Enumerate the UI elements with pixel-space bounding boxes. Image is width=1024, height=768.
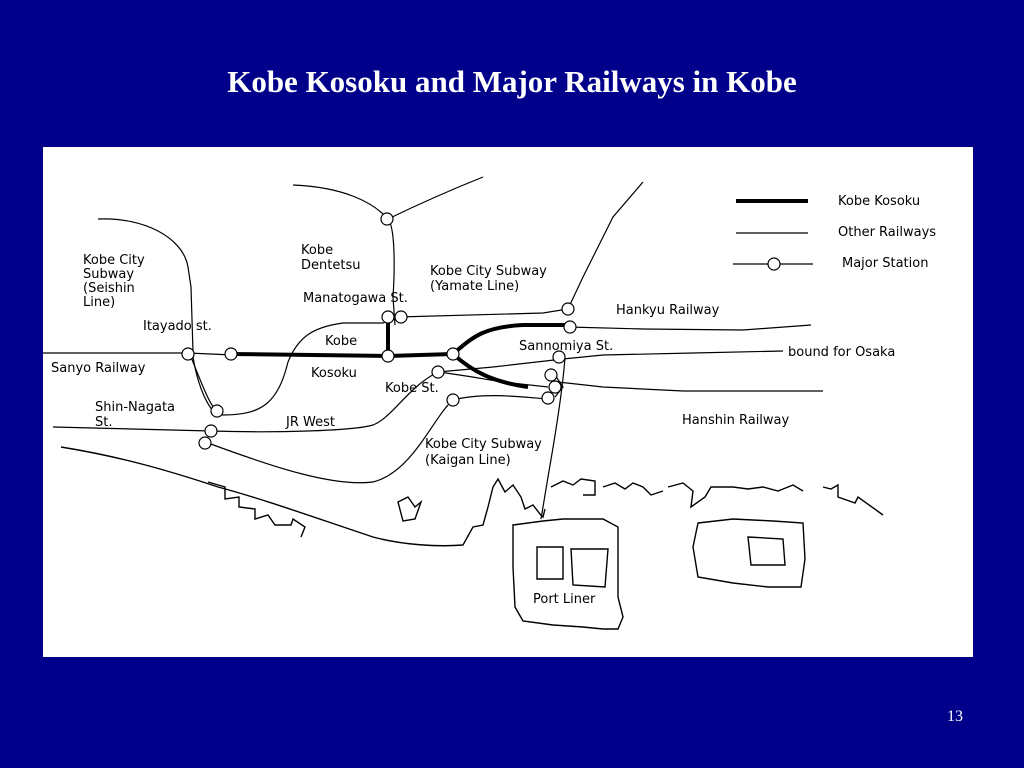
station-shin-nagata-a	[210, 404, 224, 418]
station-manatogawa-a	[381, 310, 395, 324]
port-liner-line	[540, 356, 566, 520]
slide-title: Kobe Kosoku and Major Railways in Kobe	[227, 64, 797, 99]
station-shin-nagata-b	[204, 424, 218, 438]
label-kobe-st: Kobe St.	[385, 381, 439, 396]
station-shin-nagata-c	[198, 436, 212, 450]
hankyu-railway-line	[567, 324, 812, 331]
label-sanyo-railway: Sanyo Railway	[51, 361, 146, 376]
label-kobe-city-subway-seishin-4: Line)	[83, 295, 115, 310]
station-kobe-st	[431, 365, 445, 379]
station-hankyu-b	[563, 320, 577, 334]
label-kobe-city-subway-kaigan-1: Kobe City Subway	[425, 437, 542, 452]
station-hankyu-a	[561, 302, 575, 316]
coastline	[60, 446, 884, 547]
station-sannomiya	[552, 350, 566, 364]
label-sannomiya-st: Sannomiya St.	[519, 339, 613, 354]
legend-major-station-label: Major Station	[842, 256, 928, 271]
map-labels: Kobe City Subway (Seishin Line) Kobe Den…	[51, 243, 895, 607]
label-manatogawa-st: Manatogawa St.	[303, 291, 408, 306]
station-kosoku-junction	[446, 347, 460, 361]
label-kobe-city-subway-seishin-3: (Seishin	[83, 281, 135, 296]
station-hanshin-b	[548, 380, 562, 394]
port-island	[512, 518, 624, 630]
kobe-kosoku-line	[230, 317, 568, 389]
label-hanshin-railway: Hanshin Railway	[682, 413, 790, 428]
legend-kobe-kosoku-label: Kobe Kosoku	[838, 194, 920, 209]
label-itayado-st: Itayado st.	[143, 319, 212, 334]
station-dentetsu-junction	[380, 212, 394, 226]
rokko-island	[692, 518, 806, 588]
subway-curve-itayado	[190, 316, 399, 416]
hanshin-railway-line	[557, 381, 823, 392]
label-shin-nagata-st-1: Shin-Nagata	[95, 400, 175, 415]
yamate-hankyu-line	[397, 181, 644, 318]
station-hanshin-c	[541, 391, 555, 405]
jr-west-lower-line	[52, 371, 439, 433]
label-shin-nagata-st-2: St.	[95, 415, 112, 430]
label-bound-for-osaka: bound for Osaka	[788, 345, 895, 360]
legend-major-station-icon	[767, 257, 781, 271]
stations	[181, 212, 577, 450]
label-kobe-dentetsu-2: Dentetsu	[301, 258, 360, 273]
label-kobe-kosoku-1: Kobe	[325, 334, 357, 349]
label-kobe-city-subway-kaigan-2: (Kaigan Line)	[425, 453, 511, 468]
legend-other-railways-label: Other Railways	[838, 225, 936, 240]
label-kobe-kosoku-2: Kosoku	[311, 366, 357, 381]
map-legend: Kobe Kosoku Other Railways Major Station	[733, 194, 936, 271]
label-jr-west: JR West	[285, 415, 335, 430]
kaigan-line	[207, 395, 549, 484]
label-port-liner: Port Liner	[533, 592, 596, 607]
station-itayado-b	[224, 347, 238, 361]
label-hankyu-railway: Hankyu Railway	[616, 303, 720, 318]
label-kobe-city-subway-yamate-1: Kobe City Subway	[430, 264, 547, 279]
label-kobe-dentetsu-1: Kobe	[301, 243, 333, 258]
jr-west-line	[437, 350, 784, 373]
label-kobe-city-subway-seishin-2: Subway	[83, 267, 134, 282]
station-kaigan	[446, 393, 460, 407]
page-number: 13	[947, 708, 963, 725]
seishin-line	[97, 218, 194, 353]
station-hanshin-a	[544, 368, 558, 382]
kobe-dentetsu-branch	[387, 176, 484, 220]
railway-map: Kobe Kosoku Other Railways Major Station…	[43, 147, 973, 657]
label-kobe-city-subway-yamate-2: (Yamate Line)	[430, 279, 519, 294]
station-kobe-kosoku	[381, 349, 395, 363]
label-kobe-city-subway-seishin-1: Kobe City	[83, 253, 145, 268]
station-manatogawa-b	[394, 310, 408, 324]
sanyo-railway-line	[43, 352, 234, 356]
station-itayado-a	[181, 347, 195, 361]
